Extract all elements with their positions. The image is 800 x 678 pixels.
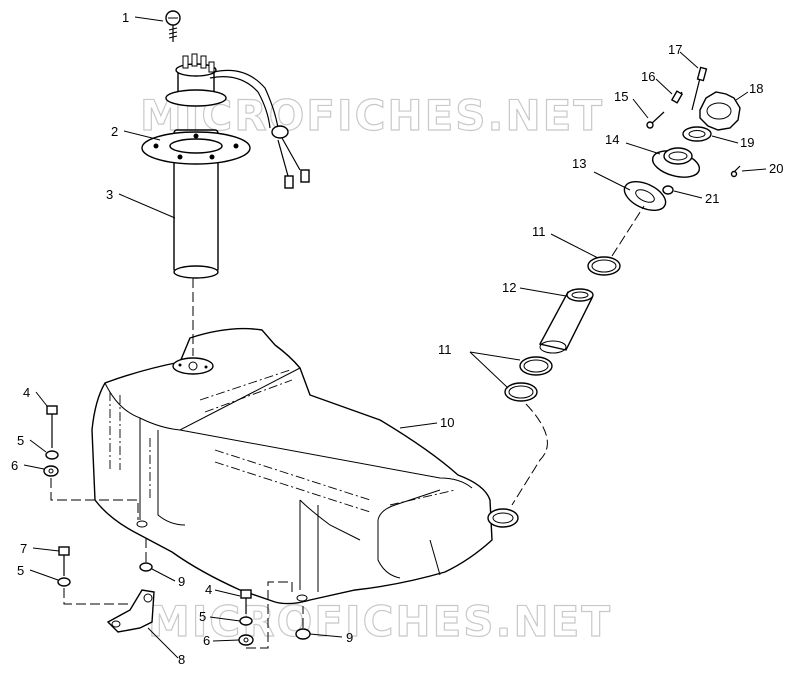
callout-13: 13 bbox=[572, 156, 586, 171]
callout-21: 21 bbox=[705, 191, 719, 206]
callout-17: 17 bbox=[668, 42, 682, 57]
callout-11-upper: 11 bbox=[532, 224, 546, 239]
callout-5-bottom: 5 bbox=[199, 609, 206, 624]
filler-neck-assembly bbox=[504, 66, 741, 402]
watermark-bottom: MICROFICHES.NET bbox=[148, 597, 612, 646]
fuel-tank bbox=[91, 327, 519, 605]
filler-leader-line-upper bbox=[611, 205, 645, 257]
callout-leaders bbox=[23, 16, 767, 659]
callout-20: 20 bbox=[769, 161, 783, 176]
callout-9-bottom: 9 bbox=[346, 630, 353, 645]
callout-2: 2 bbox=[111, 124, 118, 139]
callout-labels: 1 2 3 4 5 6 7 5 9 8 4 5 6 9 10 11 11 12 … bbox=[11, 10, 783, 667]
callout-8: 8 bbox=[178, 652, 185, 667]
callout-9-left: 9 bbox=[178, 574, 185, 589]
callout-1: 1 bbox=[122, 10, 129, 25]
callout-7: 7 bbox=[20, 541, 27, 556]
callout-12: 12 bbox=[502, 280, 516, 295]
callout-19: 19 bbox=[740, 135, 754, 150]
callout-16: 16 bbox=[641, 69, 655, 84]
callout-5-left-upper: 5 bbox=[17, 433, 24, 448]
callout-6-bottom: 6 bbox=[203, 633, 210, 648]
filler-leader-line-lower bbox=[511, 403, 548, 506]
callout-6-left: 6 bbox=[11, 458, 18, 473]
hardware-leader-lines bbox=[50, 478, 304, 649]
callout-15: 15 bbox=[614, 89, 628, 104]
callout-5-left-lower: 5 bbox=[17, 563, 24, 578]
callout-11-lower: 11 bbox=[438, 342, 452, 357]
callout-10: 10 bbox=[440, 415, 454, 430]
callout-18: 18 bbox=[749, 81, 763, 96]
callout-4-bottom: 4 bbox=[205, 582, 212, 597]
callout-3: 3 bbox=[106, 187, 113, 202]
callout-4-left: 4 bbox=[23, 385, 30, 400]
fuel-sender-assembly bbox=[141, 10, 310, 279]
callout-14: 14 bbox=[605, 132, 619, 147]
